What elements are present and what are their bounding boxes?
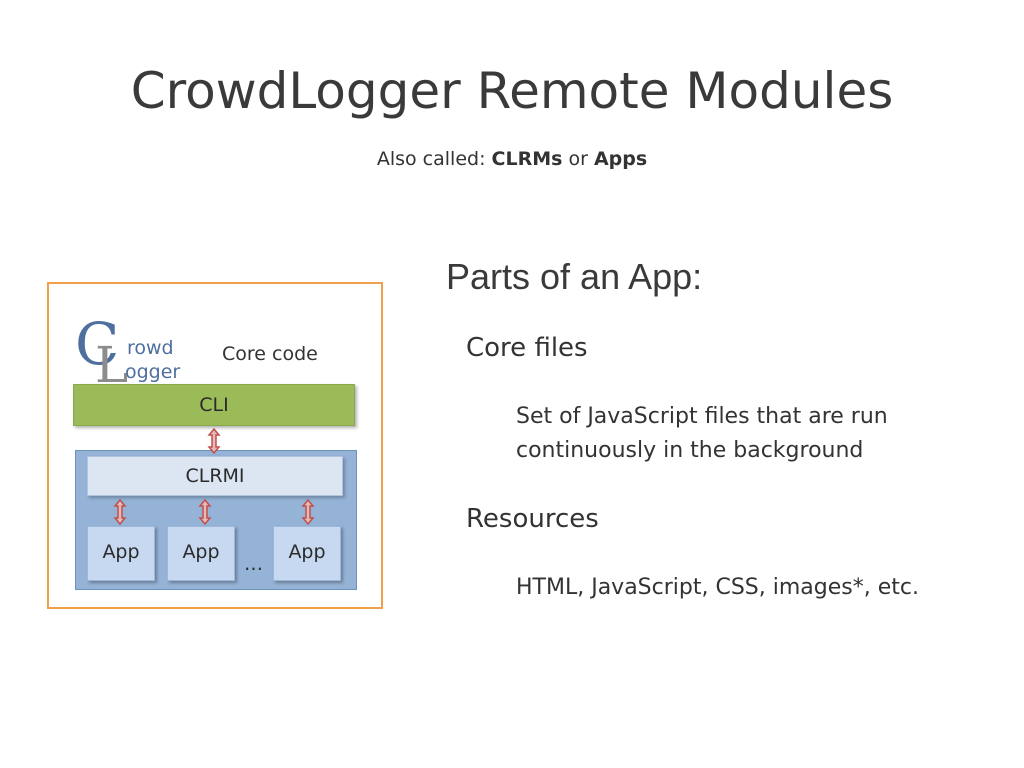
double-arrow-icon bbox=[198, 498, 212, 526]
logo-word-rowd: rowd bbox=[127, 337, 174, 359]
bullet-core-files-detail: Set of JavaScript files that are run con… bbox=[516, 404, 888, 463]
slide-title: CrowdLogger Remote Modules bbox=[130, 62, 894, 120]
logo-letter-c: C bbox=[75, 312, 119, 378]
bullet-resources: Resources bbox=[466, 504, 599, 534]
clrmi-layer: CLRMI bbox=[87, 456, 343, 496]
bullet-core-files: Core files bbox=[466, 333, 588, 363]
app-box-3: App bbox=[273, 526, 341, 581]
subtitle-mid: or bbox=[562, 148, 594, 170]
subtitle-term-apps: Apps bbox=[593, 148, 648, 170]
cli-layer: CLI bbox=[73, 384, 355, 426]
double-arrow-icon bbox=[207, 427, 221, 455]
crowdlogger-logo: C L rowd ogger bbox=[75, 312, 180, 384]
slide-subtitle: Also called: CLRMs or Apps bbox=[0, 148, 1024, 170]
double-arrow-icon bbox=[113, 498, 127, 526]
parts-heading: Parts of an App: bbox=[446, 256, 703, 297]
core-code-label: Core code bbox=[222, 343, 318, 365]
subtitle-term-clrms: CLRMs bbox=[491, 148, 563, 170]
logo-letter-l: L bbox=[95, 336, 128, 384]
double-arrow-icon bbox=[301, 498, 315, 526]
app-box-1: App bbox=[87, 526, 155, 581]
subtitle-prefix: Also called: bbox=[376, 148, 492, 170]
bullet-resources-detail: HTML, JavaScript, CSS, images*, etc. bbox=[516, 575, 919, 600]
app-box-2: App bbox=[167, 526, 235, 581]
apps-ellipsis: … bbox=[244, 553, 263, 575]
logo-word-ogger: ogger bbox=[125, 361, 180, 383]
